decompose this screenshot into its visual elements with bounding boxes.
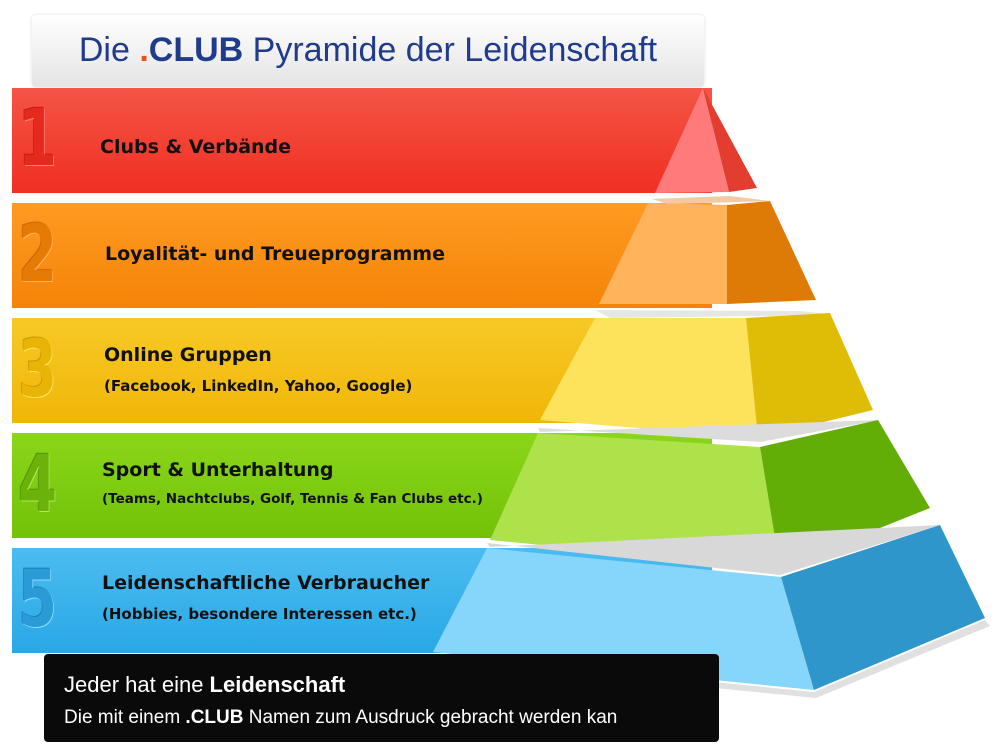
level-3-title: Online Gruppen: [104, 344, 272, 366]
band-level-1: [12, 88, 712, 193]
page-title: Die .CLUB Pyramide der Leidenschaft: [32, 31, 704, 70]
title-brand: CLUB: [148, 31, 244, 69]
title-rest: Pyramide der Leidenschaft: [243, 31, 658, 69]
footer-line-1: Jeder hat eine Leidenschaft: [64, 672, 345, 698]
pyramid-level-2-side: [727, 201, 816, 304]
pyramid-level-4-top: [538, 420, 880, 442]
level-number-4: 4: [18, 440, 58, 530]
pyramid-level-5-top: [487, 525, 940, 575]
footer-line-2-brand: .CLUB: [185, 707, 244, 728]
footer-line-2: Die mit einem .CLUB Namen zum Ausdruck g…: [64, 707, 617, 729]
pyramid-level-4-side: [760, 420, 930, 568]
level-5-title: Leidenschaftliche Verbraucher: [102, 572, 430, 594]
title-prefix: Die: [78, 31, 140, 69]
pyramid-level-5-side: [781, 525, 985, 690]
level-number-3: 3: [18, 325, 58, 415]
pyramid-level-3-top: [595, 310, 838, 318]
footer-line-2-text-a: Die mit einem: [64, 707, 186, 728]
pyramid-level-2-top: [652, 196, 770, 204]
pyramid-base-shadow: [430, 620, 990, 698]
level-1-title: Clubs & Verbände: [100, 136, 292, 158]
level-2-title: Loyalität- und Treueprogramme: [105, 243, 445, 265]
pyramid-level-2-front: [599, 203, 727, 304]
footer-box: Jeder hat eine Leidenschaft Die mit eine…: [44, 654, 719, 742]
level-number-5: 5: [18, 555, 58, 645]
footer-line-2-text-c: Namen zum Ausdruck gebracht werden kan: [243, 707, 618, 728]
level-number-1: 1: [18, 94, 58, 184]
pyramid-level-1-side: [703, 88, 757, 192]
level-3-subtitle: (Facebook, LinkedIn, Yahoo, Google): [104, 377, 413, 395]
footer-line-1-emphasis: Leidenschaft: [209, 672, 346, 697]
level-number-2: 2: [18, 210, 58, 300]
pyramid-level-1-front: [655, 88, 729, 193]
pyramid-level-4-front: [490, 433, 780, 568]
level-5-subtitle: (Hobbies, besondere Interessen etc.): [102, 605, 417, 623]
pyramid-level-3-side: [746, 313, 873, 438]
level-4-subtitle: (Teams, Nachtclubs, Golf, Tennis & Fan C…: [102, 491, 483, 507]
footer-line-1-text: Jeder hat eine: [64, 672, 210, 697]
title-box: Die .CLUB Pyramide der Leidenschaft: [32, 15, 704, 87]
level-4-title: Sport & Unterhaltung: [102, 459, 334, 481]
band-level-2: [12, 203, 712, 308]
pyramid-level-3-front: [540, 318, 758, 438]
title-dot: .: [139, 31, 149, 69]
